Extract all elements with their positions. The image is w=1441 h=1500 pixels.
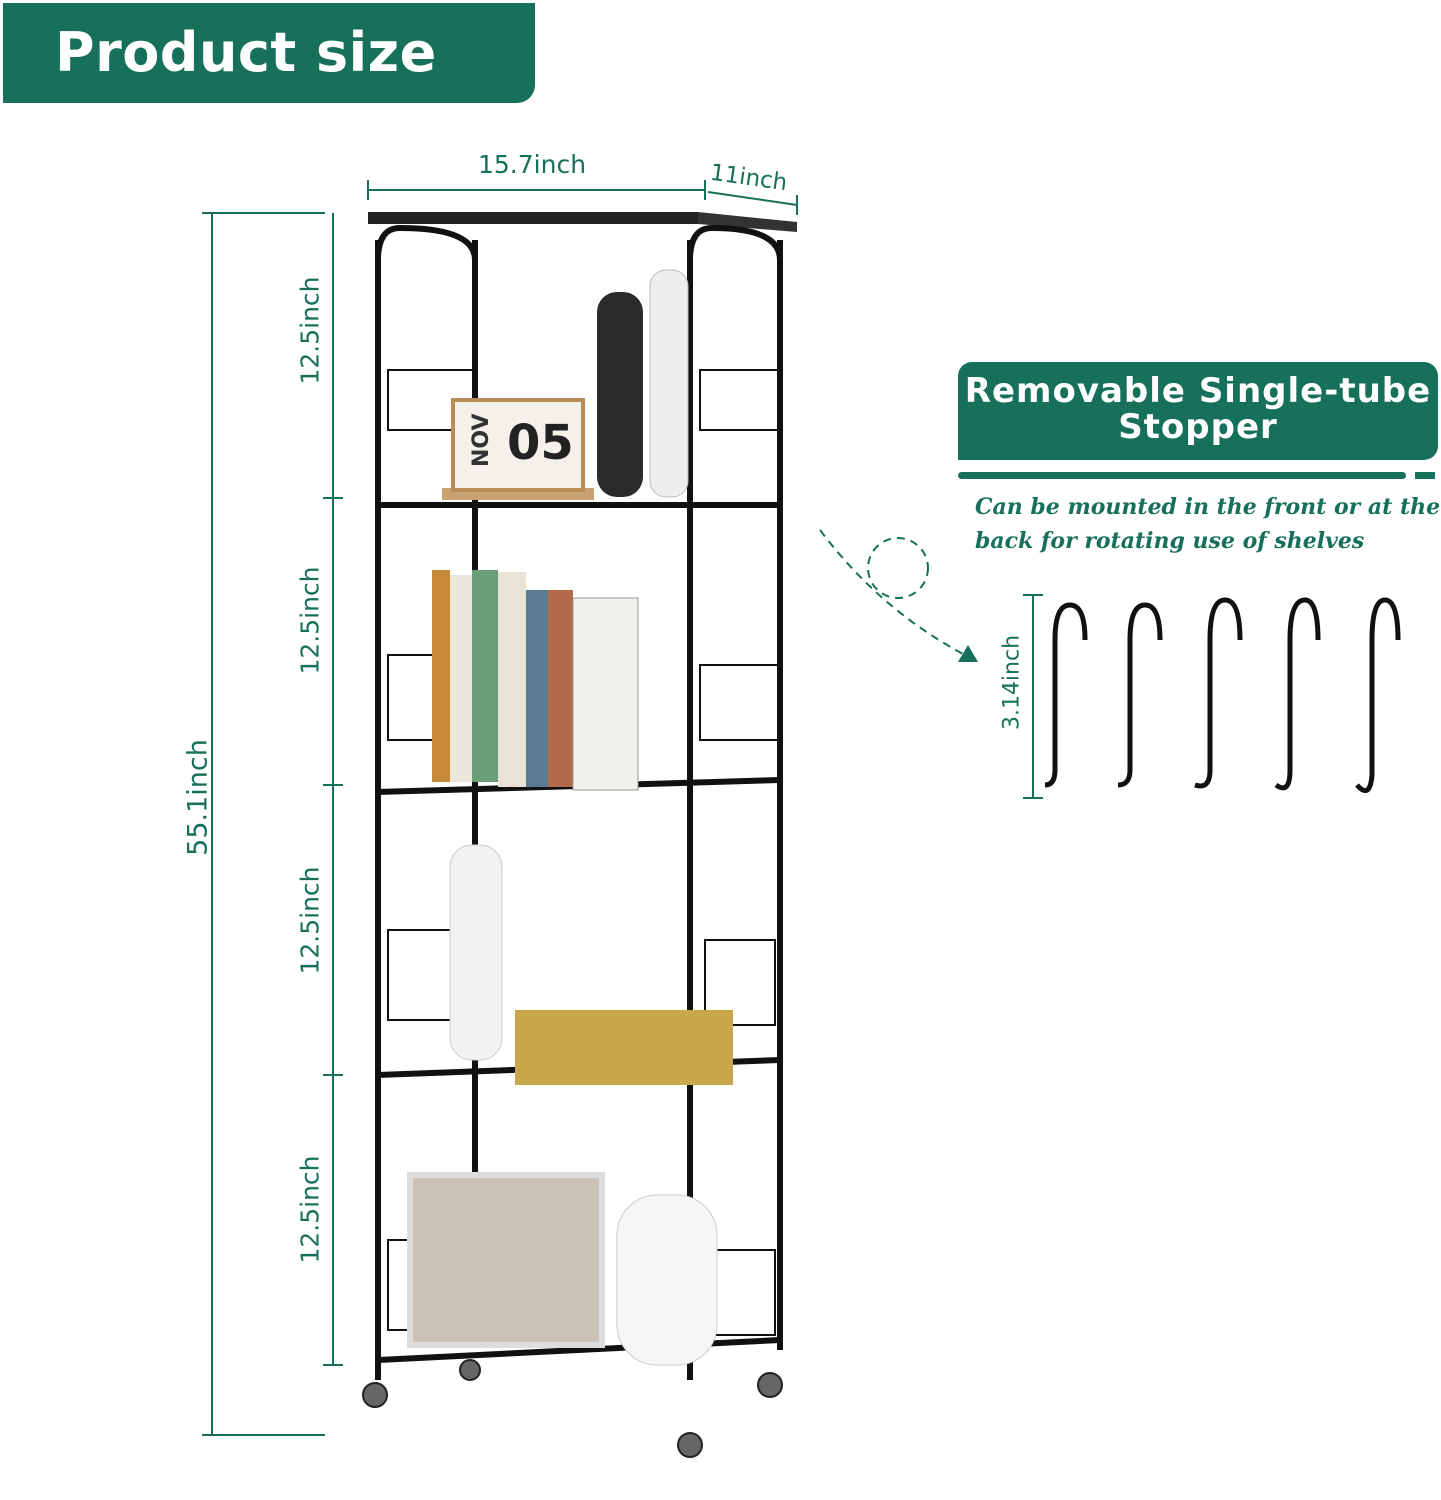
- dashed-arrow: [819, 529, 966, 656]
- dimension-lines: [202, 180, 1043, 1436]
- divider: [958, 472, 1406, 479]
- tier-height-label: 12.5inch: [295, 276, 325, 385]
- divider: [1415, 472, 1435, 479]
- tier-height-label: 12.5inch: [295, 1155, 325, 1264]
- calendar-month: NOV: [469, 413, 494, 467]
- header-banner: Product size: [3, 3, 535, 103]
- stopper-description: Can be mounted in the front or at the ba…: [975, 494, 1441, 554]
- tier-height-label: 12.5inch: [295, 866, 325, 975]
- tier-height-label: 12.5inch: [295, 566, 325, 675]
- total-height-label: 55.1inch: [182, 739, 214, 856]
- hook-length-label: 3.14inch: [999, 634, 1025, 731]
- arrow-head: [958, 645, 978, 662]
- shelf-items: [407, 269, 733, 1366]
- calendar-day: 05: [507, 415, 574, 471]
- width-label: 15.7inch: [478, 150, 587, 179]
- s-hooks: [1044, 597, 1401, 794]
- stopper-title: Removable Single-tube Stopper: [958, 362, 1438, 460]
